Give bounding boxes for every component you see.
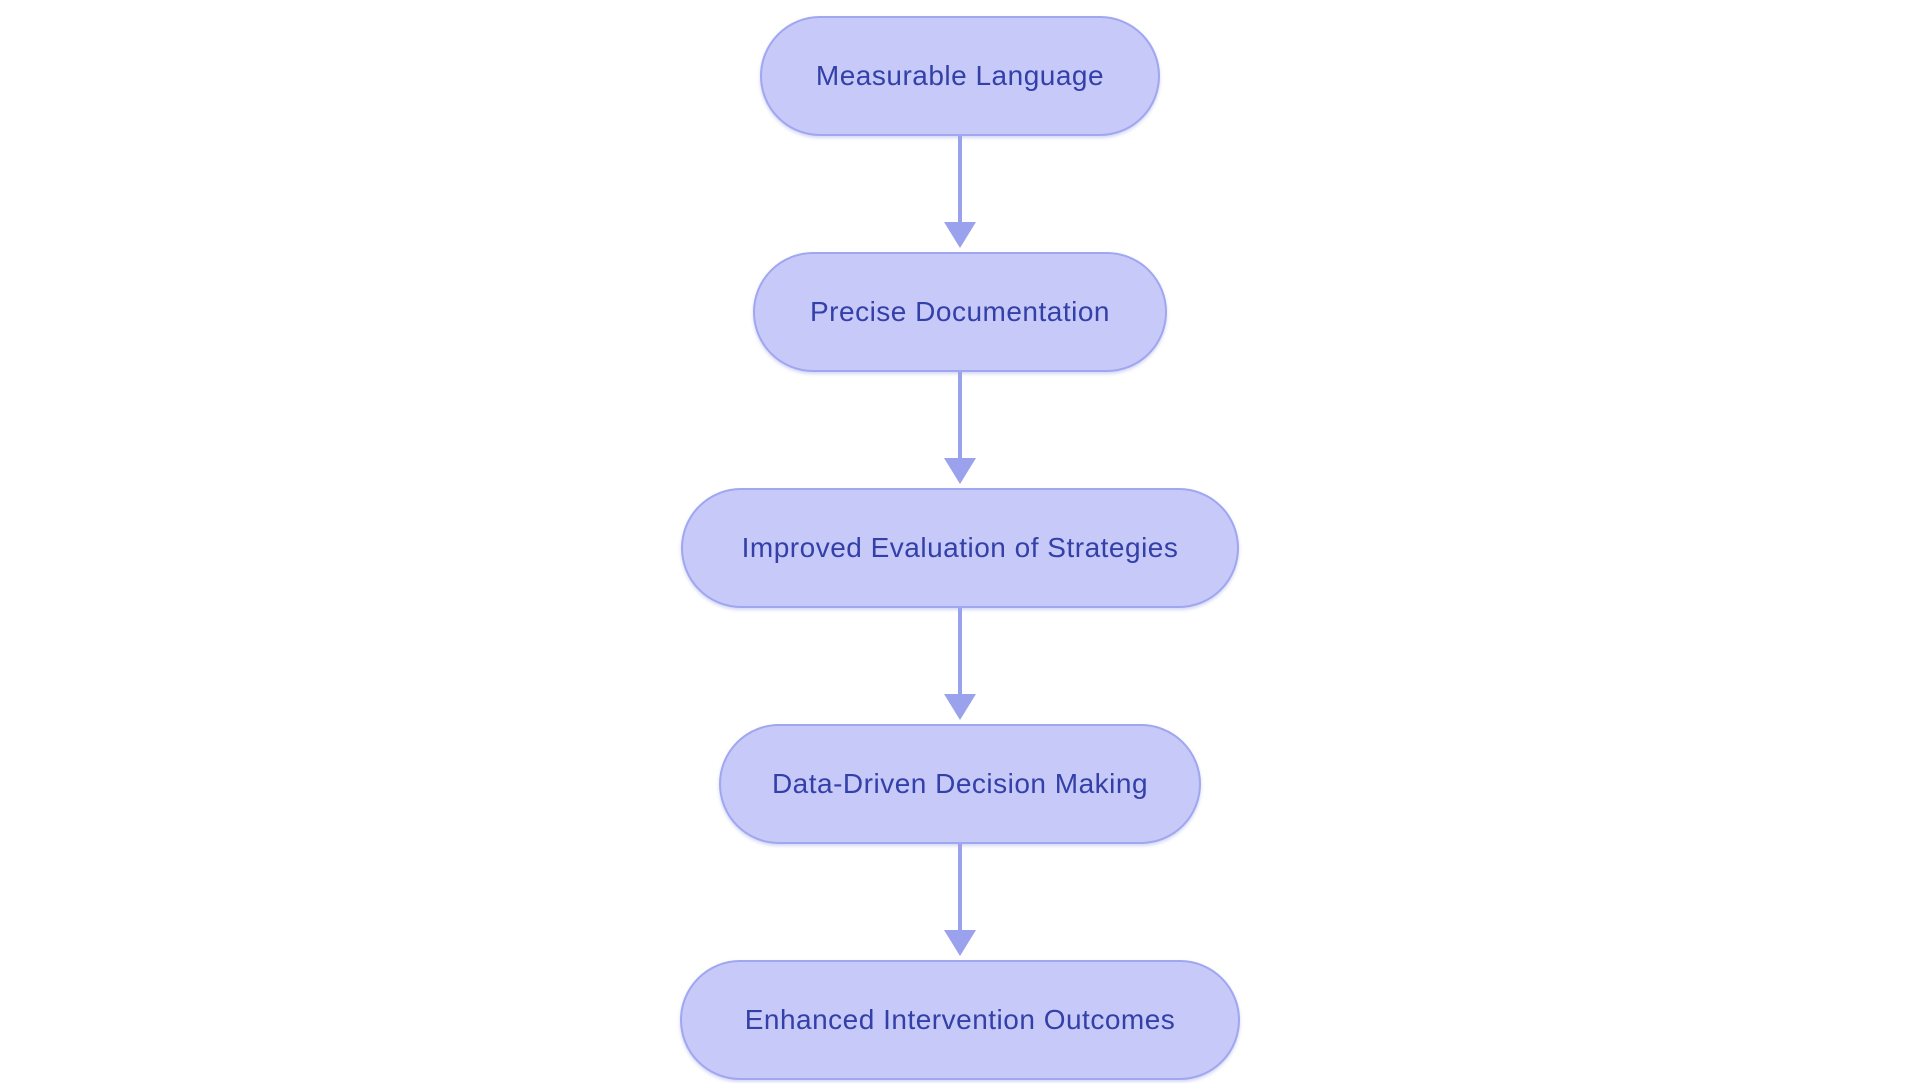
flow-node-enhanced-intervention-outcomes: Enhanced Intervention Outcomes (680, 960, 1240, 1080)
flow-node-improved-evaluation-of-strategies: Improved Evaluation of Strategies (681, 488, 1239, 608)
arrow-stem (958, 372, 962, 458)
node-label-measurable-language: Measurable Language (815, 60, 1105, 91)
node-label-precise-documentation: Precise Documentation (810, 296, 1110, 327)
arrow-head-down-icon (944, 458, 976, 484)
node-label-enhanced-intervention-outcomes: Enhanced Intervention Outcomes (744, 1004, 1176, 1035)
arrow-head-down-icon (944, 694, 976, 720)
flow-node-data-driven-decision-making: Data-Driven Decision Making (719, 724, 1201, 844)
arrow-stem (958, 136, 962, 222)
arrow-connector-1 (944, 136, 976, 252)
arrow-head-down-icon (944, 930, 976, 956)
arrow-connector-4 (944, 844, 976, 960)
flow-node-precise-documentation: Precise Documentation (753, 252, 1167, 372)
flow-node-measurable-language: Measurable Language (760, 16, 1160, 136)
arrow-stem (958, 608, 962, 694)
node-label-data-driven-decision-making: Data-Driven Decision Making (771, 768, 1149, 799)
arrow-connector-3 (944, 608, 976, 724)
arrow-head-down-icon (944, 222, 976, 248)
arrow-connector-2 (944, 372, 976, 488)
node-label-improved-evaluation-of-strategies: Improved Evaluation of Strategies (741, 532, 1179, 563)
arrow-stem (958, 844, 962, 930)
